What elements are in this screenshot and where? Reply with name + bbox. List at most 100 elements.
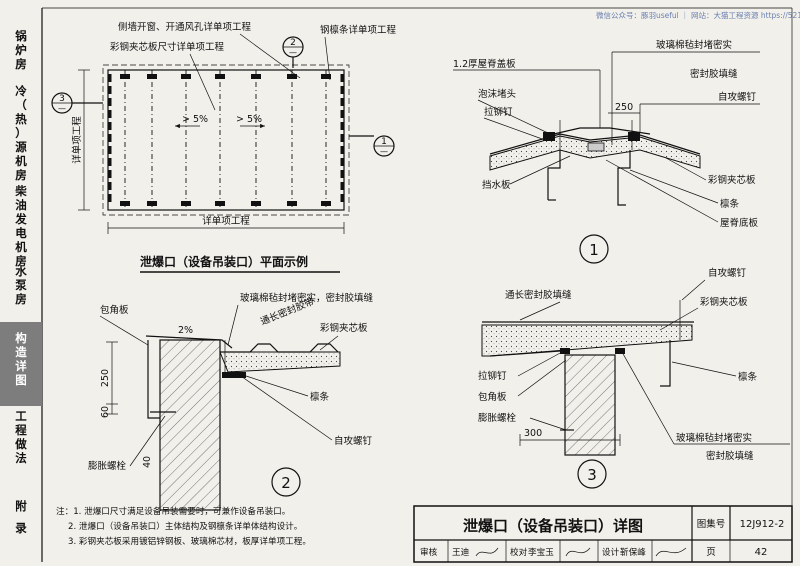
d3-purlin-label: 檩条 bbox=[738, 371, 758, 383]
d3-concrete-wall bbox=[564, 354, 616, 456]
d3-rivet-label: 拉铆钉 bbox=[478, 370, 507, 382]
drawing-title: 泄爆口（设备吊装口）详图 bbox=[463, 517, 643, 535]
sidebar-item-label: 柴油发电机房 bbox=[14, 184, 27, 268]
d1-self-tap-label: 自攻螺钉 bbox=[718, 91, 757, 103]
note-1: 注：1. 泄爆口尺寸满足设备吊装需要时，可兼作设备吊装口。 bbox=[56, 505, 290, 517]
d3-anchor-label: 膨胀螺栓 bbox=[478, 412, 517, 424]
height-dimension-label: 详单项工程 bbox=[71, 116, 83, 164]
sidebar-item-appendix[interactable]: 附录 bbox=[15, 499, 27, 535]
page-number: 42 bbox=[755, 547, 768, 558]
width-dimension-label: 详单项工程 bbox=[202, 215, 250, 227]
purlin-section bbox=[222, 372, 246, 378]
foam-stopper-left bbox=[543, 132, 555, 141]
slope-right-label: > 5% bbox=[236, 114, 262, 125]
check-label: 校对 bbox=[510, 546, 528, 558]
designer-signature bbox=[655, 547, 687, 557]
plan-title: 泄爆口（设备吊装口）平面示例 bbox=[140, 254, 308, 269]
plan-outer-wall-line bbox=[102, 64, 350, 216]
designer-name: 靳保峰 bbox=[620, 546, 646, 558]
d1-sandwich-label: 彩钢夹芯板 bbox=[708, 174, 756, 186]
detail-1-number-circle bbox=[579, 234, 609, 264]
d2-sandwich-label: 彩钢夹芯板 bbox=[320, 322, 368, 334]
panel-size-label: 彩钢夹芯板尺寸详单项工程 bbox=[110, 41, 225, 53]
purlin-left bbox=[547, 150, 561, 200]
watermark-text: 微信公众号：豚羽useful ｜ 网站：大猫工程资源 https://52168… bbox=[596, 10, 800, 20]
d3-corner-flashing bbox=[489, 350, 561, 357]
d1-glass-wool-label: 玻璃棉毡封堵密实 bbox=[656, 39, 732, 51]
checker-signature bbox=[565, 547, 591, 557]
sidebar-item-pump-room[interactable]: 水泵房 bbox=[15, 264, 27, 306]
detail-2-number-circle bbox=[271, 467, 301, 497]
callout-2-number: 2 bbox=[290, 38, 296, 48]
d3-sandwich-panel bbox=[481, 324, 693, 357]
sidebar-item-label: 工程做法 bbox=[14, 409, 27, 465]
sidebar-item-generator-room[interactable]: 柴油发电机房 bbox=[14, 184, 27, 268]
detail-2-parapet: 250 60 40 2% 包角板 玻璃棉毡封堵密实，密封胶填缝 通长密封胶带 彩… bbox=[88, 292, 374, 511]
leader-line bbox=[324, 36, 331, 81]
d3-sealant-fill-label: 密封胶填缝 bbox=[706, 450, 754, 462]
side-window-label: 侧墙开窗、开通风孔详单项工程 bbox=[118, 21, 252, 33]
d2-dim-60: 60 bbox=[100, 406, 111, 418]
sidebar-item-label: 附录 bbox=[15, 499, 27, 535]
flashing-label: 挡水板 bbox=[482, 179, 511, 191]
plan-outline bbox=[107, 69, 345, 211]
d3-self-tap-label: 自攻螺钉 bbox=[708, 267, 747, 279]
leader-line bbox=[239, 33, 301, 79]
sidebar-item-engineering-methods[interactable]: 工程做法 bbox=[14, 409, 27, 465]
slope-left-label: > 5% bbox=[182, 114, 208, 125]
note-3: 3. 彩钢夹芯板采用镀铝锌钢板、玻璃棉芯材，板厚详单项工程。 bbox=[68, 535, 311, 547]
d1-rivet-label: 拉铆钉 bbox=[484, 106, 513, 118]
ridge-cap-plate bbox=[544, 127, 651, 137]
sidebar-item-chiller-room[interactable]: 冷（热）源机房 bbox=[14, 84, 27, 182]
callout-3-number: 3 bbox=[59, 94, 65, 104]
concrete-wall bbox=[159, 339, 221, 511]
reviewer-name: 王迪 bbox=[452, 546, 470, 558]
callout-1-sub: — bbox=[380, 147, 388, 156]
d3-glass-wool-label: 玻璃棉毡封堵密实 bbox=[676, 432, 752, 444]
reviewer-signature bbox=[475, 547, 499, 557]
glass-wool-infill bbox=[587, 142, 605, 152]
checker-name: 李宝玉 bbox=[528, 546, 554, 558]
callout-2-sub: — bbox=[289, 48, 297, 57]
d2-dim-250: 250 bbox=[100, 369, 111, 387]
sidebar-item-label: 水泵房 bbox=[15, 264, 27, 306]
callout-1-number: 1 bbox=[381, 137, 387, 147]
sidebar-item-construction-details[interactable]: 构造详图 bbox=[15, 331, 27, 387]
sandwich-panel-section bbox=[489, 135, 701, 171]
corner-flashing bbox=[147, 340, 160, 419]
atlas-no: 12J912-2 bbox=[740, 519, 785, 530]
d2-anchor-label: 膨胀螺栓 bbox=[88, 460, 127, 472]
sidebar: 锅炉房 冷（热）源机房 柴油发电机房 水泵房 构造详图 工程做法 附录 bbox=[0, 29, 42, 535]
foam-stopper-right bbox=[628, 132, 640, 141]
title-block: 泄爆口（设备吊装口）详图 图集号 12J912-2 审核 王迪 校对 李宝玉 设… bbox=[413, 505, 793, 563]
sidebar-active-highlight bbox=[0, 322, 42, 406]
d3-purlin bbox=[660, 340, 671, 387]
d3-sealant-label: 通长密封胶填缝 bbox=[505, 289, 572, 301]
dim-250-label: 250 bbox=[615, 102, 633, 113]
detail-3-number: 3 bbox=[587, 466, 597, 484]
plan-view: > 5% > 5% 详单项工程 详单项工程 侧墙开窗、开通风孔详单项工程 彩钢夹… bbox=[51, 21, 397, 273]
d2-purlin-label: 檩条 bbox=[310, 391, 330, 403]
d1-sealant-label: 密封胶填缝 bbox=[690, 68, 738, 80]
d3-sandwich-label: 彩钢夹芯板 bbox=[700, 296, 748, 308]
atlas-no-label: 图集号 bbox=[697, 518, 726, 530]
d1-purlin-label: 檩条 bbox=[720, 198, 740, 210]
d3-corner-label: 包角板 bbox=[478, 391, 507, 403]
d2-slope-label: 2% bbox=[178, 325, 193, 336]
detail-2-number: 2 bbox=[281, 474, 291, 492]
detail-1-number: 1 bbox=[589, 241, 599, 259]
detail-3-side: 300 通长密封胶填缝 自攻螺钉 彩钢夹芯板 拉铆钉 包角板 膨胀螺栓 檩条 玻… bbox=[478, 267, 790, 489]
sidebar-item-boiler-room[interactable]: 锅炉房 bbox=[15, 29, 27, 71]
d2-self-tap-label: 自攻螺钉 bbox=[334, 435, 373, 447]
foam-stopper-label: 泡沫堵头 bbox=[478, 88, 516, 100]
purlin-right bbox=[617, 150, 631, 206]
detail-3-number-circle bbox=[577, 459, 607, 489]
d2-corner-label: 包角板 bbox=[100, 304, 129, 316]
page-label: 页 bbox=[706, 547, 716, 558]
d3-dim-300: 300 bbox=[524, 428, 542, 439]
d2-dim-40: 40 bbox=[142, 456, 153, 468]
d2-glass-wool-label: 玻璃棉毡封堵密实，密封胶填缝 bbox=[240, 292, 374, 304]
leader-line bbox=[189, 53, 216, 111]
